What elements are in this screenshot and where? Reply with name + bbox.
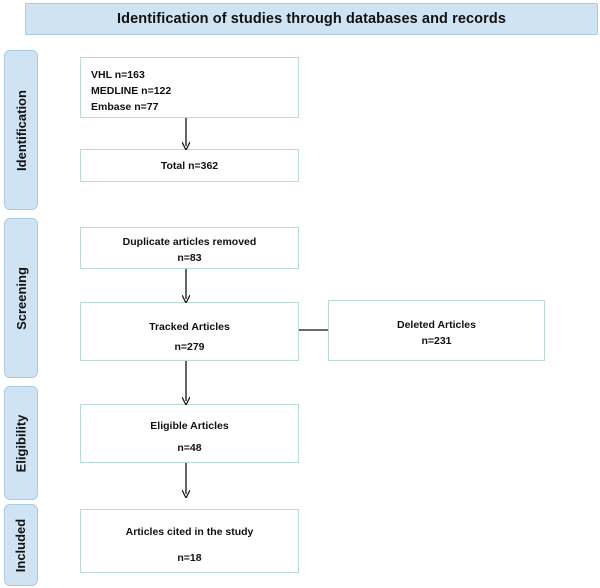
tracked-count: n=279 xyxy=(174,341,205,353)
included-count: n=18 xyxy=(177,552,202,564)
eligible-label: Eligible Articles xyxy=(150,420,229,432)
box-deleted: Deleted Articles n=231 xyxy=(328,300,545,361)
box-duplicates: Duplicate articles removed n=83 xyxy=(80,227,299,269)
box-total: Total n=362 xyxy=(80,149,299,182)
eligible-count: n=48 xyxy=(177,442,202,454)
duplicates-label: Duplicate articles removed xyxy=(122,236,257,248)
source-vhl: VHL n=163 xyxy=(91,69,145,81)
source-medline: MEDLINE n=122 xyxy=(91,85,172,97)
stage-identification: Identification xyxy=(4,50,38,210)
box-included: Articles cited in the study n=18 xyxy=(80,509,299,573)
deleted-count: n=231 xyxy=(421,335,452,347)
duplicates-count: n=83 xyxy=(177,252,202,264)
included-label: Articles cited in the study xyxy=(125,526,254,538)
box-sources: VHL n=163 MEDLINE n=122 Embase n=77 xyxy=(80,57,299,118)
diagram-title: Identification of studies through databa… xyxy=(25,3,598,35)
total-count: Total n=362 xyxy=(160,160,219,172)
source-embase: Embase n=77 xyxy=(91,101,159,113)
tracked-label: Tracked Articles xyxy=(149,321,230,333)
stage-included: Included xyxy=(4,504,38,586)
stage-eligibility: Eligibility xyxy=(4,386,38,500)
diagram-title-text: Identification of studies through databa… xyxy=(117,11,506,27)
deleted-label: Deleted Articles xyxy=(397,319,476,331)
stage-screening: Screening xyxy=(4,218,38,378)
